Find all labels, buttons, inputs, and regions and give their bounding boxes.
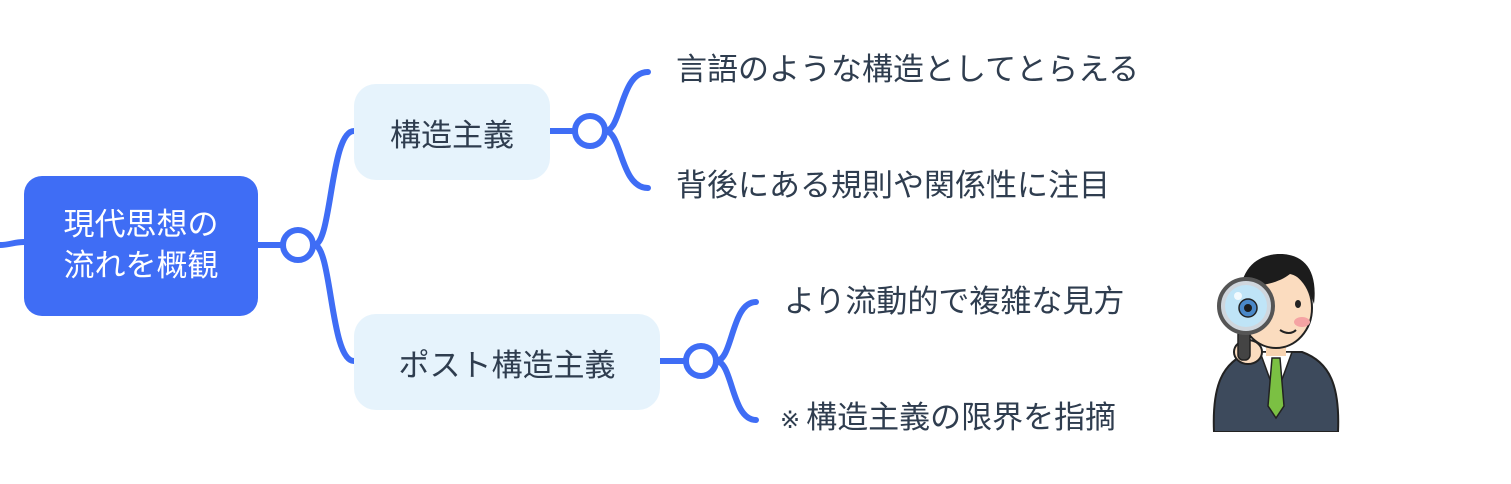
root-label-line-2: 流れを概観 [63, 248, 219, 284]
root-label-line-1: 現代思想の [63, 207, 219, 243]
leaf-text: 構造主義の限界を指摘 [806, 400, 1117, 436]
note-mark: ※ [780, 406, 801, 434]
tie [1267, 357, 1285, 420]
magnified-pupil [1244, 304, 1252, 312]
connector-to-leaf-4 [713, 358, 759, 423]
connector-to-branch-1 [311, 128, 357, 248]
branch-2-junction [683, 343, 719, 379]
branch-label: 構造主義 [390, 117, 514, 154]
connector-left-stub [0, 239, 27, 248]
mouth [1279, 329, 1297, 334]
root-node[interactable]: 現代思想の 流れを概観 [24, 176, 258, 316]
branch-node-structuralism[interactable]: 構造主義 [354, 84, 550, 180]
branch-label: ポスト構造主義 [398, 347, 616, 384]
branch-node-post-structuralism[interactable]: ポスト構造主義 [354, 314, 660, 410]
connector-to-leaf-3 [713, 299, 759, 364]
leaf-node[interactable]: 背後にある規則や関係性に注目 [676, 168, 1110, 204]
connector-to-leaf-1 [602, 69, 651, 134]
root-junction [280, 227, 316, 263]
connector-to-leaf-2 [602, 128, 651, 191]
cheek [1294, 317, 1310, 327]
leaf-node[interactable]: 言語のような構造としてとらえる [676, 52, 1140, 88]
eye [1295, 300, 1301, 308]
leaf-node[interactable]: より流動的で複雑な見方 [784, 284, 1125, 320]
lens-glint [1234, 292, 1242, 300]
leaf-node[interactable]: ※構造主義の限界を指摘 [780, 398, 1116, 440]
branch-1-junction [572, 113, 608, 149]
connector-to-branch-2 [311, 242, 357, 364]
man-with-magnifying-glass-icon [1212, 254, 1340, 432]
hair [1239, 254, 1315, 304]
